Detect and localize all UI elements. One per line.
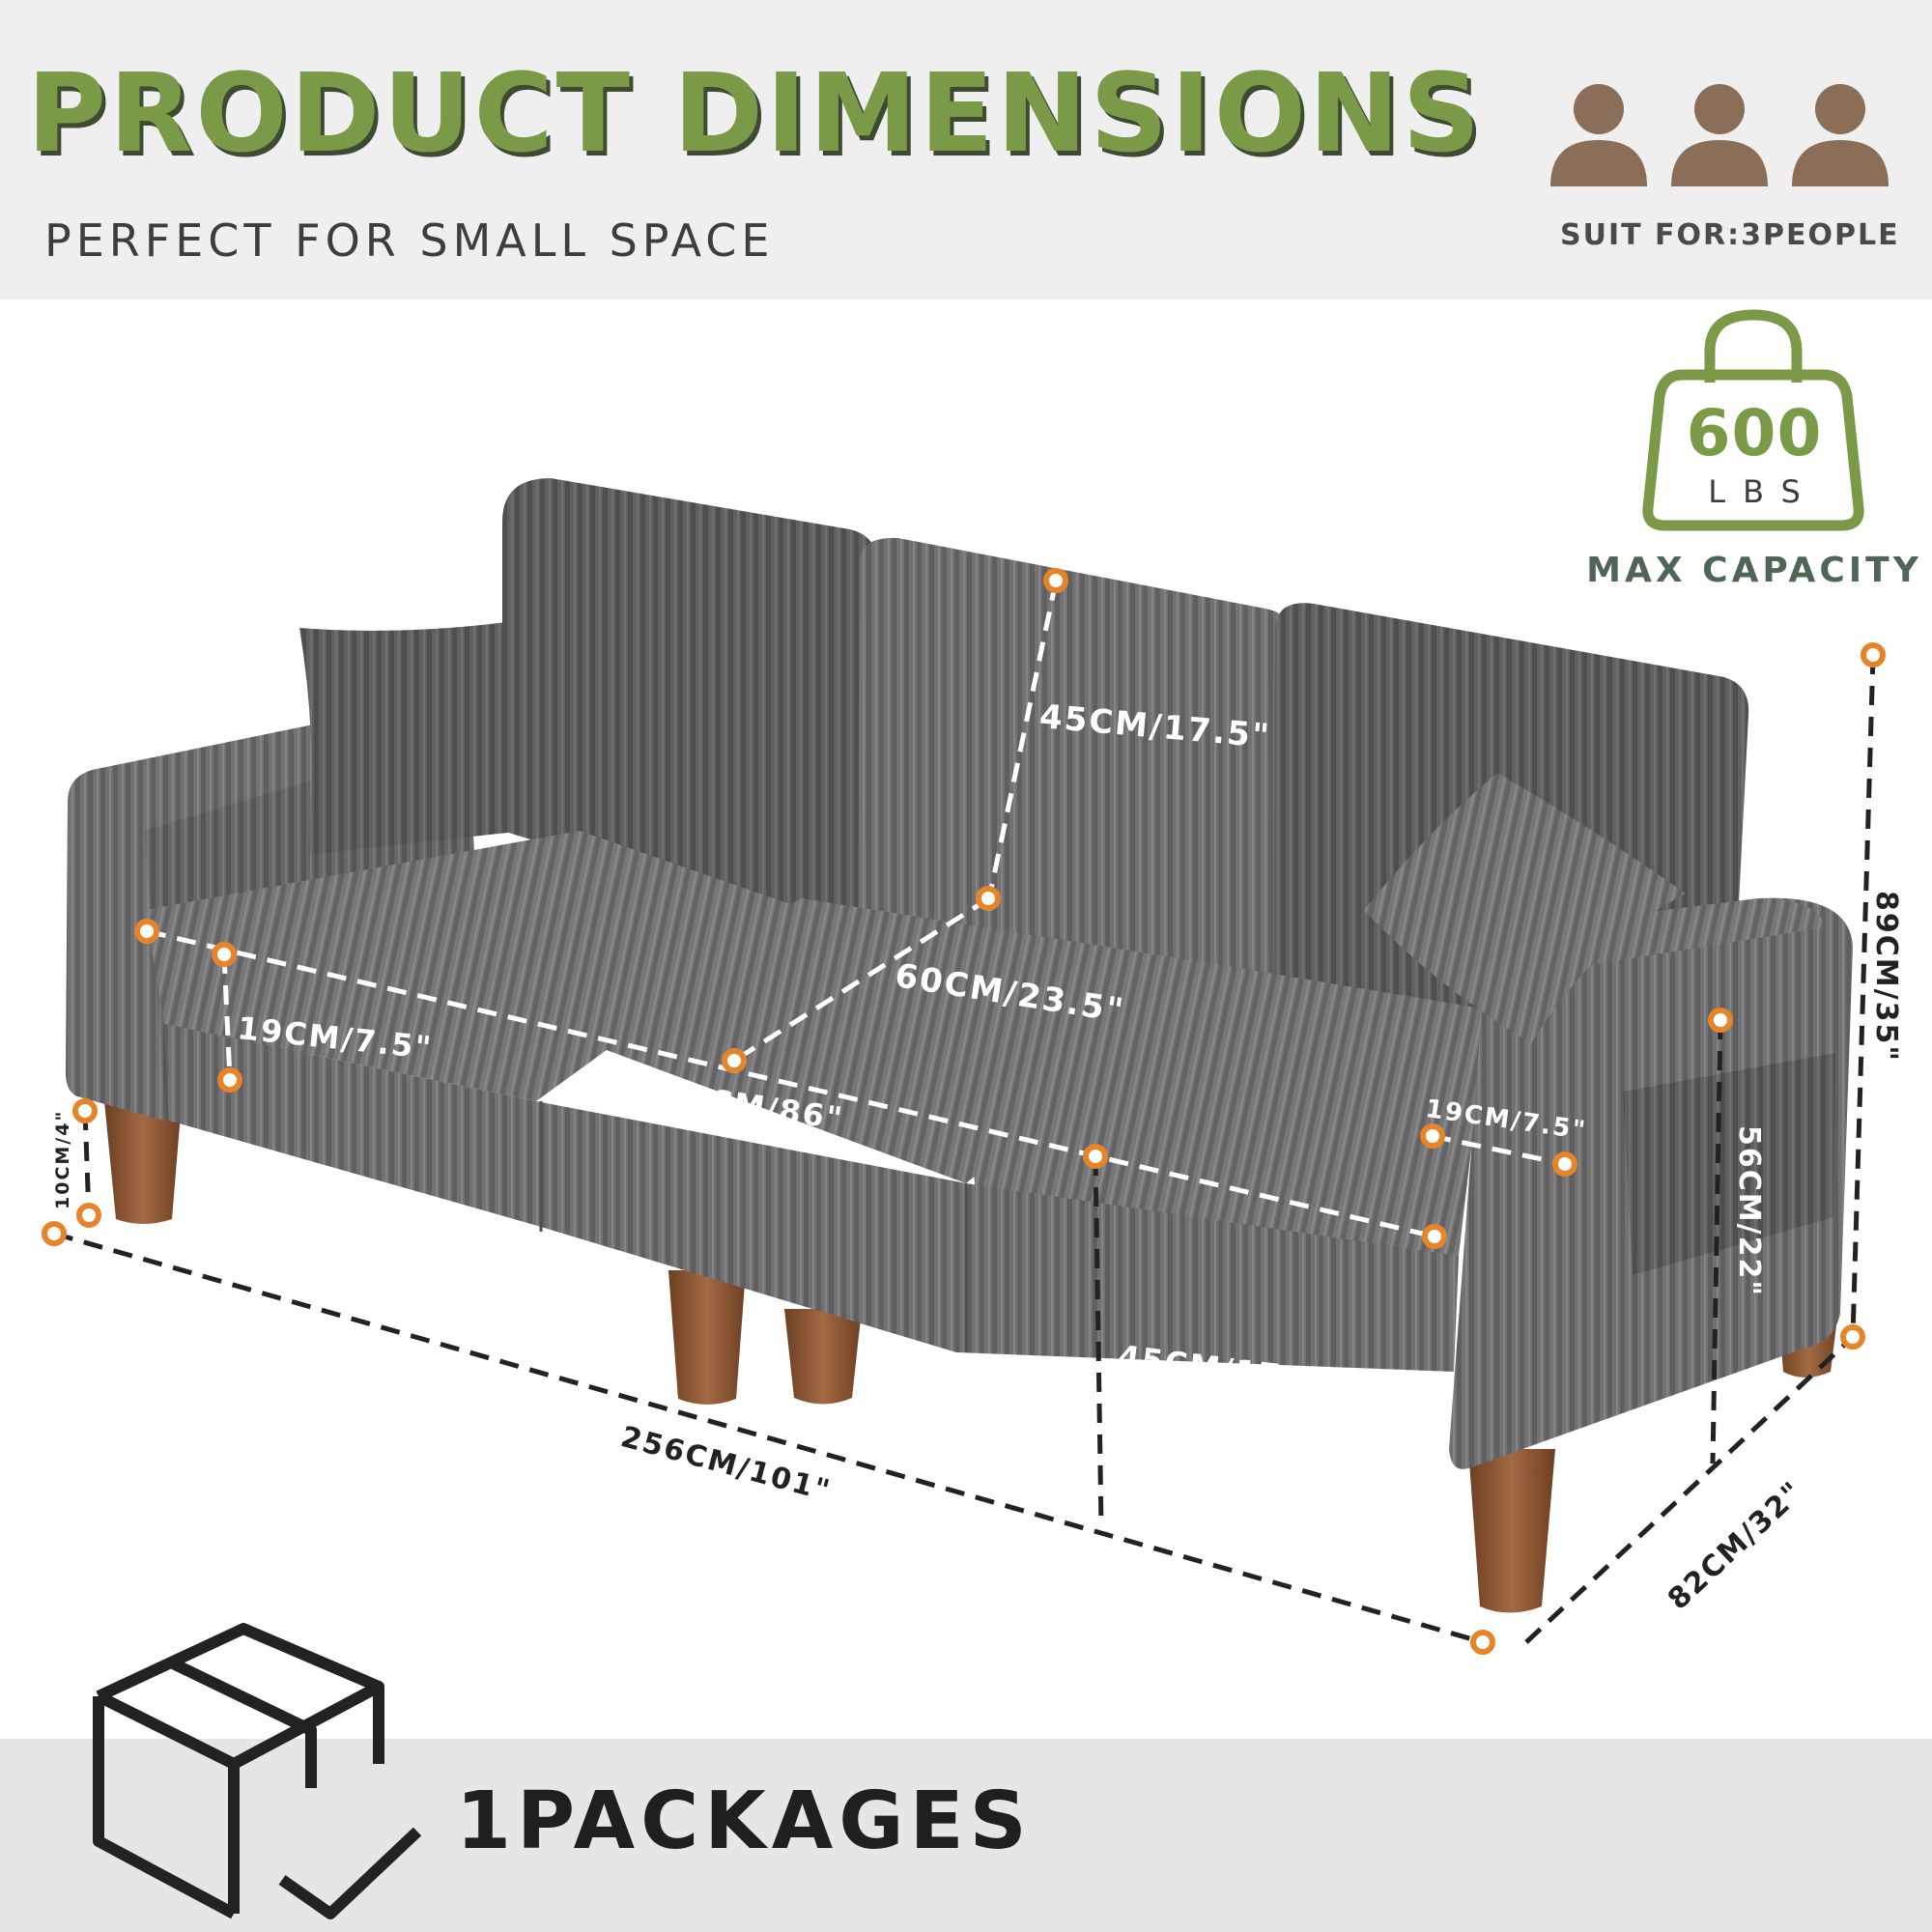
people-icon-group bbox=[1550, 84, 1889, 186]
sofa-legs bbox=[104, 1101, 1840, 1613]
marker-dot bbox=[217, 1067, 242, 1093]
marker-dot bbox=[976, 886, 1001, 911]
marker-dot bbox=[1861, 642, 1886, 668]
dimension-arm-height: 56CM/22" bbox=[1732, 1125, 1766, 1297]
capacity-label: MAX CAPACITY bbox=[1586, 551, 1922, 590]
marker-dot bbox=[134, 919, 159, 944]
suit-for-label: SUIT FOR:3PEOPLE bbox=[1560, 218, 1900, 252]
marker-dot bbox=[1420, 1123, 1445, 1149]
marker-dot bbox=[212, 942, 237, 967]
marker-dot bbox=[72, 1098, 98, 1123]
marker-dot bbox=[1422, 1224, 1447, 1249]
sofa-seat-cushions bbox=[145, 831, 1488, 1372]
person-icon bbox=[1671, 84, 1768, 186]
marker-dot bbox=[1043, 568, 1068, 593]
marker-dot bbox=[1083, 1144, 1108, 1169]
sofa-pillows bbox=[299, 613, 1686, 1043]
marker-dot bbox=[1840, 1324, 1865, 1350]
footer-band bbox=[0, 1739, 1932, 1932]
page-subtitle: PERFECT FOR SMALL SPACE bbox=[44, 214, 775, 267]
dimension-leg-height: 10CM/4" bbox=[52, 1109, 73, 1209]
sofa-right-arm bbox=[1449, 897, 1853, 1469]
package-box-icon bbox=[93, 1623, 422, 1919]
marker-dot bbox=[1552, 1151, 1577, 1177]
person-icon bbox=[1792, 84, 1889, 186]
marker-dot bbox=[722, 1048, 747, 1073]
capacity-number: 600 bbox=[1686, 396, 1823, 470]
dimension-lines bbox=[53, 581, 1876, 1645]
marker-dot bbox=[76, 1203, 101, 1228]
marker-dot bbox=[42, 1221, 67, 1246]
capacity-unit: LBS bbox=[1708, 473, 1818, 510]
page-title: PRODUCT DIMENSIONS bbox=[27, 51, 1484, 177]
person-icon bbox=[1550, 84, 1647, 186]
weight-icon bbox=[1642, 309, 1864, 531]
marker-dot bbox=[1708, 1008, 1733, 1033]
dimension-markers bbox=[42, 568, 1886, 1655]
package-count: 1PACKAGES bbox=[456, 1776, 1033, 1867]
marker-dot bbox=[1470, 1630, 1495, 1655]
dimension-overall-height: 89CM/35" bbox=[1869, 891, 1903, 1063]
